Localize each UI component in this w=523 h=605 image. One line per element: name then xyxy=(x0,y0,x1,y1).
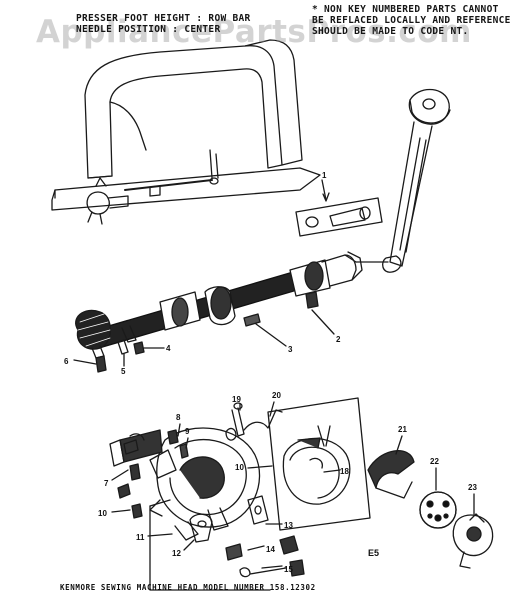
callout-4: 4 xyxy=(166,344,171,353)
callout-3: 3 xyxy=(288,345,293,354)
callout-10a: 10 xyxy=(98,509,107,518)
callout-7: 7 xyxy=(104,479,109,488)
callout-18: 18 xyxy=(340,467,349,476)
callout-5: 5 xyxy=(121,367,126,376)
callout-19: 19 xyxy=(232,395,241,404)
note-left-line2: NEEDLE POSITION : CENTER xyxy=(76,24,221,35)
lower-leader-lines xyxy=(111,401,475,569)
callout-9: 9 xyxy=(185,427,190,436)
callout-23: 23 xyxy=(468,483,477,492)
small-screws-left xyxy=(117,429,189,519)
watermark-text: AppliancePartsPros.com xyxy=(36,14,472,50)
parts-21-23 xyxy=(367,450,494,569)
part-11-frame xyxy=(149,499,271,591)
callout-14: 14 xyxy=(266,545,275,554)
callout-10b: 10 xyxy=(235,463,244,472)
parts-12-15 xyxy=(189,495,305,578)
shaft-small-parts xyxy=(95,291,319,373)
replacement-note: * NON KEY NUMBERED PARTS CANNOT BE REFLA… xyxy=(312,4,511,37)
callout-2: 2 xyxy=(336,335,341,344)
callout-8: 8 xyxy=(176,413,181,422)
callout-11: 11 xyxy=(136,533,145,542)
note-right-line2: BE REFLACED LOCALLY AND REFERENCE xyxy=(312,15,511,26)
diagram-code: E5 xyxy=(368,548,380,558)
callout-13: 13 xyxy=(284,521,293,530)
model-caption: KENMORE SEWING MACHINE HEAD MODEL NUMBER… xyxy=(60,583,316,592)
part-1-bracket xyxy=(295,179,383,237)
shuttle-race-assembly xyxy=(109,427,261,541)
callout-6: 6 xyxy=(64,357,69,366)
part-16-box xyxy=(267,397,371,531)
callout-1: 1 xyxy=(322,171,327,180)
note-right-line1: * NON KEY NUMBERED PARTS CANNOT xyxy=(312,4,499,15)
note-left-line1: PRESSER FOOT HEIGHT : ROW BAR xyxy=(76,13,251,24)
callout-22: 22 xyxy=(430,457,439,466)
callout-numbers: 1 2 3 4 5 6 7 8 9 10 10 11 12 13 14 15 1… xyxy=(64,171,477,574)
upper-leader-lines xyxy=(73,309,335,367)
sewing-machine-outline xyxy=(51,39,321,225)
note-right-line3: SHOULD BE MADE TO CODE NT. xyxy=(312,26,469,37)
callout-20: 20 xyxy=(272,391,281,400)
callout-12: 12 xyxy=(172,549,181,558)
crank-lever-arm xyxy=(381,88,451,273)
part-19-20-linkage xyxy=(225,402,283,441)
callout-15: 15 xyxy=(284,565,293,574)
presser-foot-note: PRESSER FOOT HEIGHT : ROW BAR NEEDLE POS… xyxy=(76,13,251,35)
main-shaft xyxy=(75,251,389,359)
callout-21: 21 xyxy=(398,425,407,434)
